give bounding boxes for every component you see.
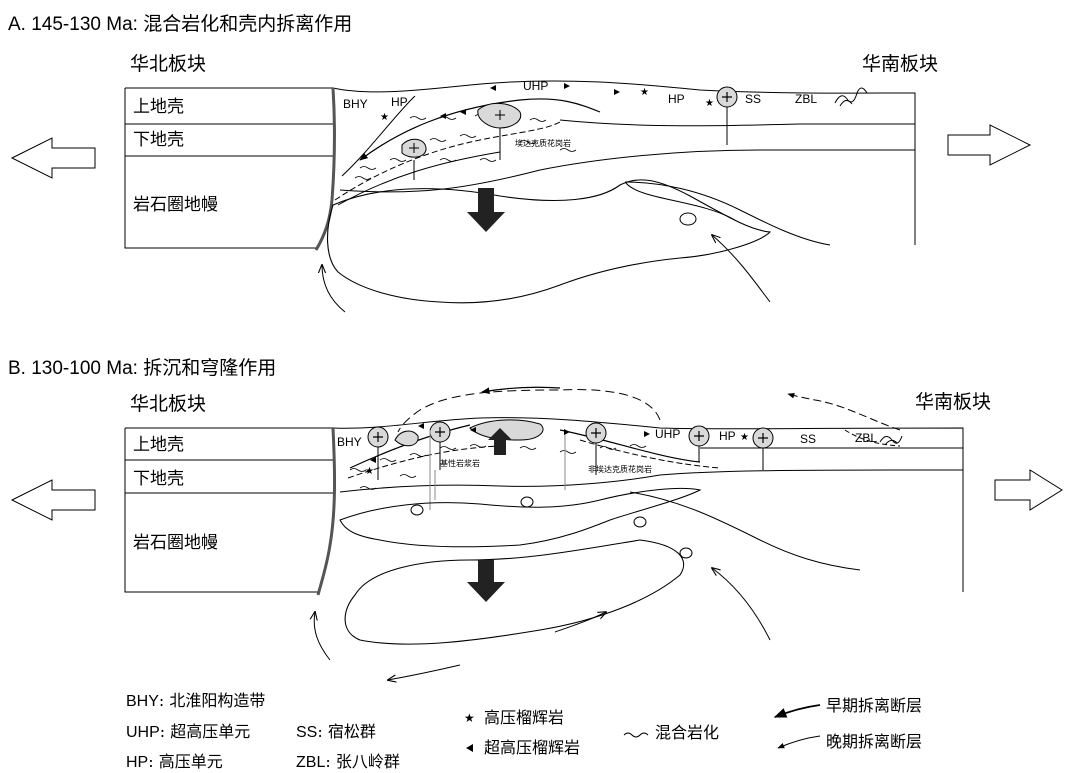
detaching-slab-a: [326, 179, 772, 304]
legend-uhp-eclogite: 超高压榴辉岩: [484, 738, 580, 757]
uhp-label-b: UHP: [655, 427, 680, 441]
legend-uhp: UHP: 超高压单元: [126, 722, 250, 741]
panel-a: A. 145-130 Ma: 混合岩化和壳内拆离作用 华北板块 华南板块: [8, 13, 1032, 313]
panel-b-title: B. 130-100 Ma: 拆沉和穹隆作用: [8, 357, 276, 379]
hp-label-a-right: HP: [668, 92, 685, 106]
down-arrow-b: [467, 560, 505, 602]
panel-b: B. 130-100 Ma: 拆沉和穹隆作用 华北板块 华南板块: [8, 357, 1063, 680]
svg-text:★: ★: [640, 87, 649, 98]
mantle-label-b: 岩石圈地幔: [133, 533, 218, 553]
bhy-label-b: BHY: [337, 435, 362, 449]
basic-magma-label: 基性岩浆岩: [440, 458, 480, 468]
crust-section: [124, 80, 916, 249]
legend-hp-eclogite: 高压榴辉岩: [484, 708, 564, 727]
adakite-granite-label: 埃达克质花岗岩: [515, 138, 571, 148]
zbl-label-a: ZBL: [795, 92, 817, 106]
late-detachment-dashed-arc: [397, 389, 661, 433]
legend-hp: HP: 高压单元: [126, 752, 223, 771]
legend-early-detachment: 早期拆离断层: [826, 696, 922, 715]
hp-label-a-left: HP: [391, 95, 408, 109]
migmatite-pattern-b: [349, 444, 647, 490]
bhy-label-a: BHY: [343, 97, 368, 111]
pluton-symbol-a: [716, 86, 738, 108]
uhp-label-a: UHP: [523, 79, 548, 93]
eclogite-markers-b: ★★: [365, 423, 749, 477]
late-detachment-arrow-b: [481, 386, 561, 395]
legend-late-detachment: 晚期拆离断层: [826, 732, 922, 751]
extension-arrow-right-a: [947, 124, 1032, 166]
uhp-eclogite-symbol: [466, 744, 473, 752]
svg-text:★: ★: [365, 466, 374, 477]
legend: BHY: 北淮阳构造带 UHP: 超高压单元 HP: 高压单元 SS: 宿松群 …: [126, 691, 922, 771]
mantle-blob-a: [679, 212, 697, 226]
svg-text:★: ★: [740, 432, 749, 443]
upper-crust-label-b: 上地壳: [133, 435, 184, 455]
suture-fault-a: [314, 87, 336, 251]
ss-label-a: SS: [745, 92, 761, 106]
flow-arrow-a-left: [322, 265, 346, 313]
legend-ss: SS: 宿松群: [296, 722, 376, 741]
svg-text:★: ★: [705, 98, 714, 109]
down-arrow-a: [467, 188, 505, 232]
late-detachment-symbol: [777, 735, 821, 749]
north-china-block-label: 华北板块: [130, 53, 206, 75]
mantle-flow-b: [339, 487, 702, 548]
south-china-block-label: 华南板块: [862, 53, 938, 75]
extension-arrow-right-b: [994, 469, 1063, 511]
panel-a-title: A. 145-130 Ma: 混合岩化和壳内拆离作用: [8, 13, 352, 35]
south-china-block-label-b: 华南板块: [915, 391, 991, 413]
up-arrow-b: [488, 428, 512, 455]
flow-arrow-a-right: [712, 235, 771, 303]
extension-arrow-left-b: [10, 479, 96, 521]
migmatite-pattern-a: [354, 114, 577, 180]
north-china-block-label-b: 华北板块: [130, 393, 206, 415]
mantle-blobs-b: [410, 496, 693, 559]
ss-label-b: SS: [800, 432, 816, 446]
zbl-label-b: ZBL: [855, 431, 877, 445]
crust-section-b: [124, 417, 964, 593]
flow-arrow-b-bottom: [388, 664, 461, 680]
early-detachment-symbol: [773, 704, 821, 718]
adakite-granite-body: [477, 103, 522, 129]
svg-text:★: ★: [380, 112, 389, 123]
detaching-slab-b: [344, 539, 685, 645]
lower-crust-label-b: 下地壳: [133, 469, 184, 489]
legend-zbl: ZBL: 张八岭群: [296, 752, 400, 771]
hp-label-b: HP: [719, 429, 736, 443]
legend-bhy: BHY: 北淮阳构造带: [126, 691, 265, 710]
eclogite-markers-a: ★ ★ ★: [380, 83, 714, 123]
early-detachment-a: [359, 98, 601, 161]
upper-crust-label-a: 上地壳: [133, 97, 184, 117]
legend-migmatization: 混合岩化: [655, 723, 719, 742]
extension-arrow-left-a: [10, 137, 96, 179]
slab-tail-a: [624, 181, 831, 246]
non-adakite-granite-label: 非埃达克质花岗岩: [588, 464, 652, 474]
mantle-label-a: 岩石圈地幔: [133, 195, 218, 215]
lower-crust-label-a: 下地壳: [133, 130, 184, 150]
hp-eclogite-symbol: ★: [464, 711, 475, 725]
flow-arrow-b-left: [314, 612, 331, 661]
flow-arrow-b-right: [712, 568, 771, 641]
migmatite-symbol: [623, 732, 649, 738]
suture-fault-b: [316, 427, 337, 596]
flow-arrow-b-mid: [554, 612, 606, 633]
